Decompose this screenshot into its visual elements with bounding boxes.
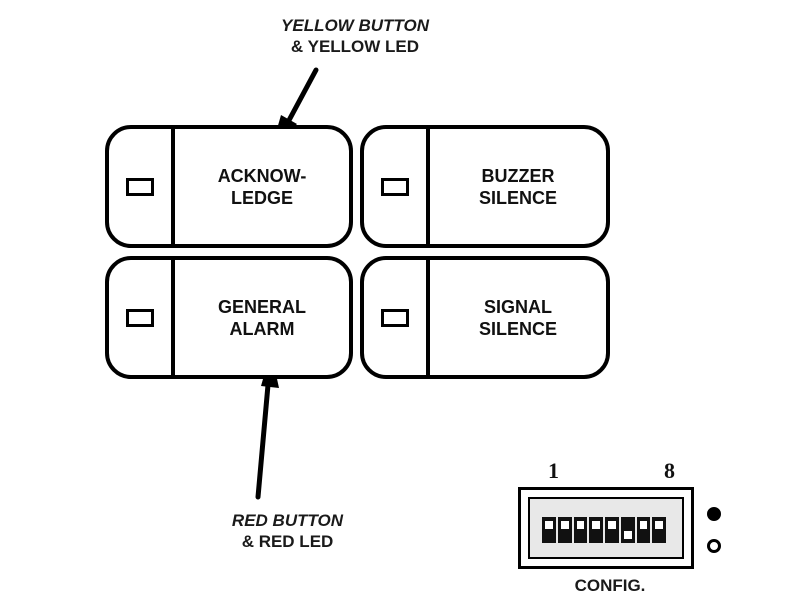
callout-red-line2: & RED LED <box>241 532 334 551</box>
dip-switch-last-label: 8 <box>664 458 675 483</box>
dip-switch-toggle[interactable] <box>557 517 572 543</box>
callout-yellow-line1: YELLOW BUTTON <box>281 16 429 35</box>
dip-switch-knob <box>623 531 632 539</box>
dip-switch-toggle[interactable] <box>652 517 666 543</box>
buzzer-silence-button[interactable]: BUZZER SILENCE <box>360 125 610 248</box>
dip-switch-toggle[interactable] <box>636 517 651 543</box>
dip-switch-knob <box>576 521 585 529</box>
general-alarm-label: GENERAL ALARM <box>217 296 306 339</box>
dip-switch-knob <box>655 521 663 529</box>
led-zone <box>364 260 430 375</box>
dip-switch-toggle[interactable] <box>542 517 556 543</box>
callout-red-line1: RED BUTTON <box>231 511 344 530</box>
dip-switch-toggle[interactable] <box>573 517 588 543</box>
led-indicator-icon <box>126 308 154 327</box>
signal-silence-button[interactable]: SIGNAL SILENCE <box>360 256 610 379</box>
hollow-dot-icon <box>707 539 721 553</box>
general-alarm-button[interactable]: GENERAL ALARM <box>105 256 353 379</box>
dip-switch-toggle[interactable] <box>605 517 619 543</box>
led-zone <box>109 129 175 244</box>
dip-switch-knob <box>560 521 569 529</box>
dip-switch-knob <box>608 521 616 529</box>
led-indicator-icon <box>126 177 154 196</box>
acknowledge-label: ACKNOW- LEDGE <box>217 165 307 208</box>
led-indicator-icon <box>381 308 409 327</box>
callout-red-button: RED BUTTON & RED LED <box>195 510 380 552</box>
filled-dot-icon <box>707 507 721 521</box>
callout-yellow-button: YELLOW BUTTON & YELLOW LED <box>250 15 460 57</box>
buzzer-silence-label: BUZZER SILENCE <box>478 165 557 208</box>
callout-yellow-line2: & YELLOW LED <box>290 37 420 56</box>
led-zone <box>364 129 430 244</box>
dip-switch-inner <box>528 497 684 559</box>
acknowledge-button[interactable]: ACKNOW- LEDGE <box>105 125 353 248</box>
config-caption: CONFIG. <box>574 576 646 595</box>
led-indicator-icon <box>381 177 409 196</box>
led-zone <box>109 260 175 375</box>
dip-switch-bank <box>542 517 666 543</box>
dip-switch-first-label: 1 <box>548 458 559 483</box>
signal-silence-label: SIGNAL SILENCE <box>478 296 557 339</box>
dip-switch-knob <box>639 521 648 529</box>
dip-switch-knob <box>592 521 600 529</box>
dip-switch-knob <box>545 521 553 529</box>
dip-switch-toggle[interactable] <box>589 517 603 543</box>
dip-switch-toggle[interactable] <box>620 517 635 543</box>
config-dip-switch <box>518 487 694 569</box>
